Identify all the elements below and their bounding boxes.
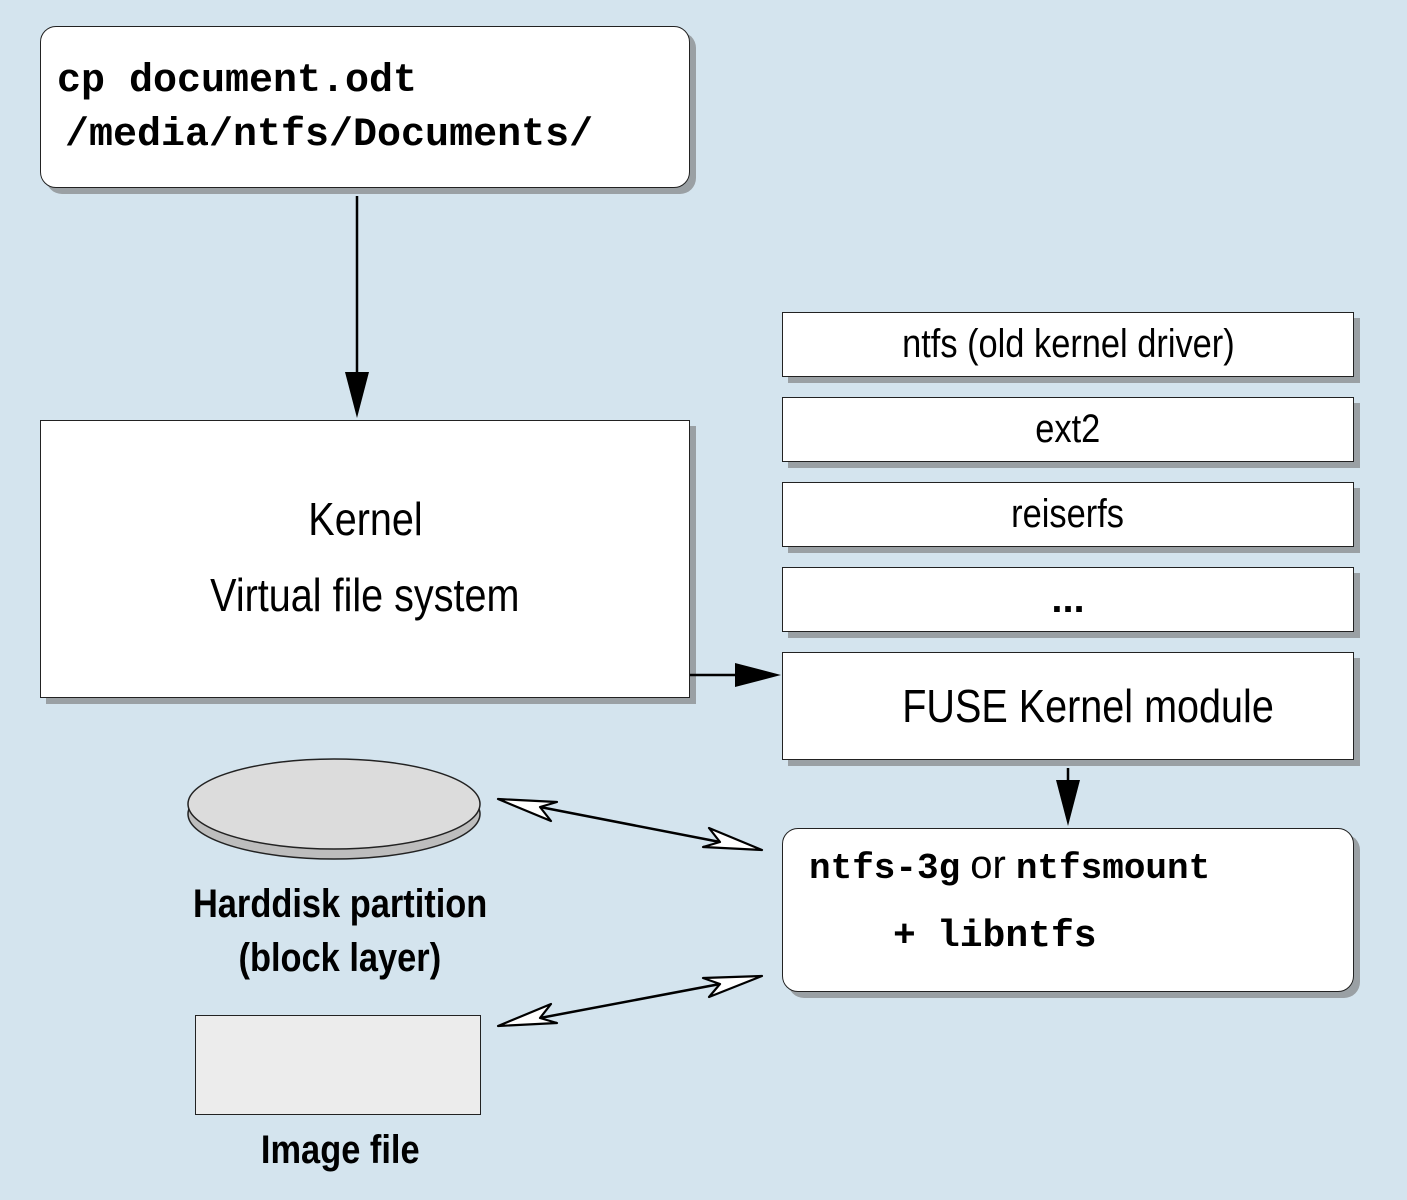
arrow-command-to-kernel <box>345 196 369 418</box>
fs-ntfs-box: ntfs (old kernel driver) <box>782 312 1354 377</box>
fuse-label: FUSE Kernel module <box>902 680 1274 732</box>
driver-or: or <box>970 843 1006 887</box>
fs-more-label: ... <box>1051 577 1085 621</box>
fs-reiserfs-label: reiserfs <box>1011 492 1125 536</box>
command-box: cp document.odt /media/ntfs/Documents/ <box>40 26 690 188</box>
driver-ntfsmount: ntfsmount <box>1015 848 1211 889</box>
fs-ext2-box: ext2 <box>782 397 1354 462</box>
fuse-kernel-module-box: FUSE Kernel module <box>782 652 1354 760</box>
fs-ext2-label: ext2 <box>1035 407 1101 451</box>
kernel-title: Kernel <box>307 493 423 545</box>
image-file-caption: Image file <box>260 1128 420 1172</box>
command-line-2: /media/ntfs/Documents/ <box>65 113 594 158</box>
vfs-title: Virtual file system <box>210 569 520 621</box>
driver-ntfs3g: ntfs-3g <box>809 848 961 889</box>
library-libntfs: libntfs <box>936 915 1097 958</box>
fs-reiserfs-box: reiserfs <box>782 482 1354 547</box>
harddisk-caption: Harddisk partition <box>192 882 488 926</box>
arrow-fuse-to-userspace <box>1056 768 1080 826</box>
plus-sign: + <box>893 915 916 958</box>
fs-more-box: ... <box>782 567 1354 632</box>
arrow-harddisk-userspace <box>496 797 764 852</box>
image-file-shape <box>195 1015 481 1115</box>
arrow-imagefile-userspace <box>496 974 764 1028</box>
fs-ntfs-label: ntfs (old kernel driver) <box>901 322 1235 366</box>
arrow-kernel-to-fuse <box>690 663 781 687</box>
block-layer-caption: (block layer) <box>238 936 442 980</box>
harddisk-icon <box>187 758 481 860</box>
kernel-vfs-box <box>40 420 690 698</box>
command-line-1: cp document.odt <box>57 59 418 104</box>
